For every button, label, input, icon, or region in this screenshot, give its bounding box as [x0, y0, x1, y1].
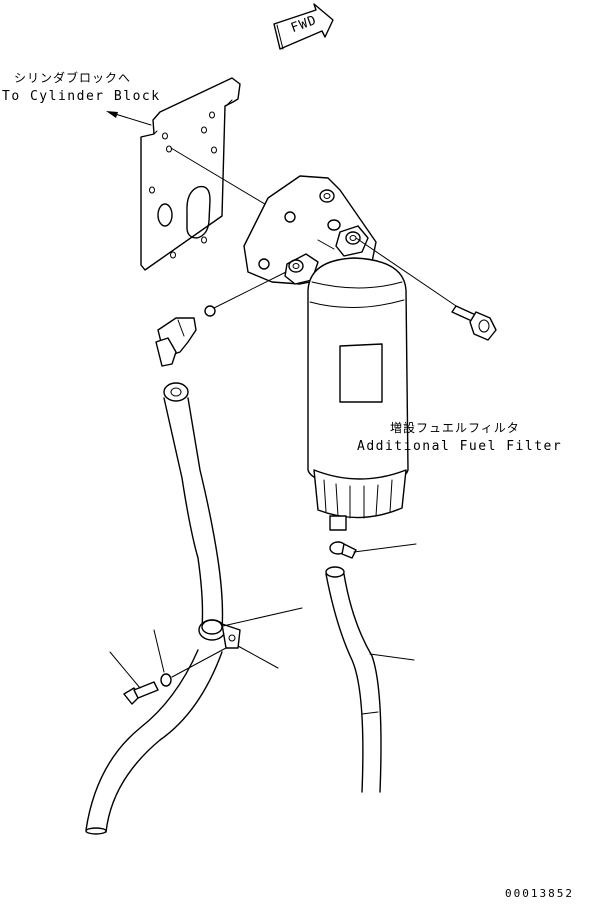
fuel-filter-label-en: Additional Fuel Filter [357, 439, 563, 454]
drain-hose [325, 566, 415, 793]
cylinder-block-label-jp: シリンダブロックへ [14, 71, 132, 85]
drain-clip [329, 541, 417, 559]
o-ring [204, 271, 287, 317]
mounting-bolt [355, 237, 497, 341]
fuel-filter-label-jp: 増設フュエルフィルタ [390, 421, 520, 435]
cylinder-block-label-en: To Cylinder Block [2, 89, 161, 104]
fuel-hose [85, 382, 224, 835]
hose-clamp [198, 607, 303, 669]
filter-head [243, 175, 377, 285]
document-number: 00013852 [505, 887, 574, 900]
clamp-bolt [109, 629, 227, 705]
fuel-filter-cartridge [307, 257, 409, 531]
mounting-bracket [140, 77, 241, 271]
elbow-fitting [155, 317, 197, 367]
cylinder-block-arrow-icon [106, 111, 152, 126]
fwd-arrow-icon [273, 3, 334, 50]
